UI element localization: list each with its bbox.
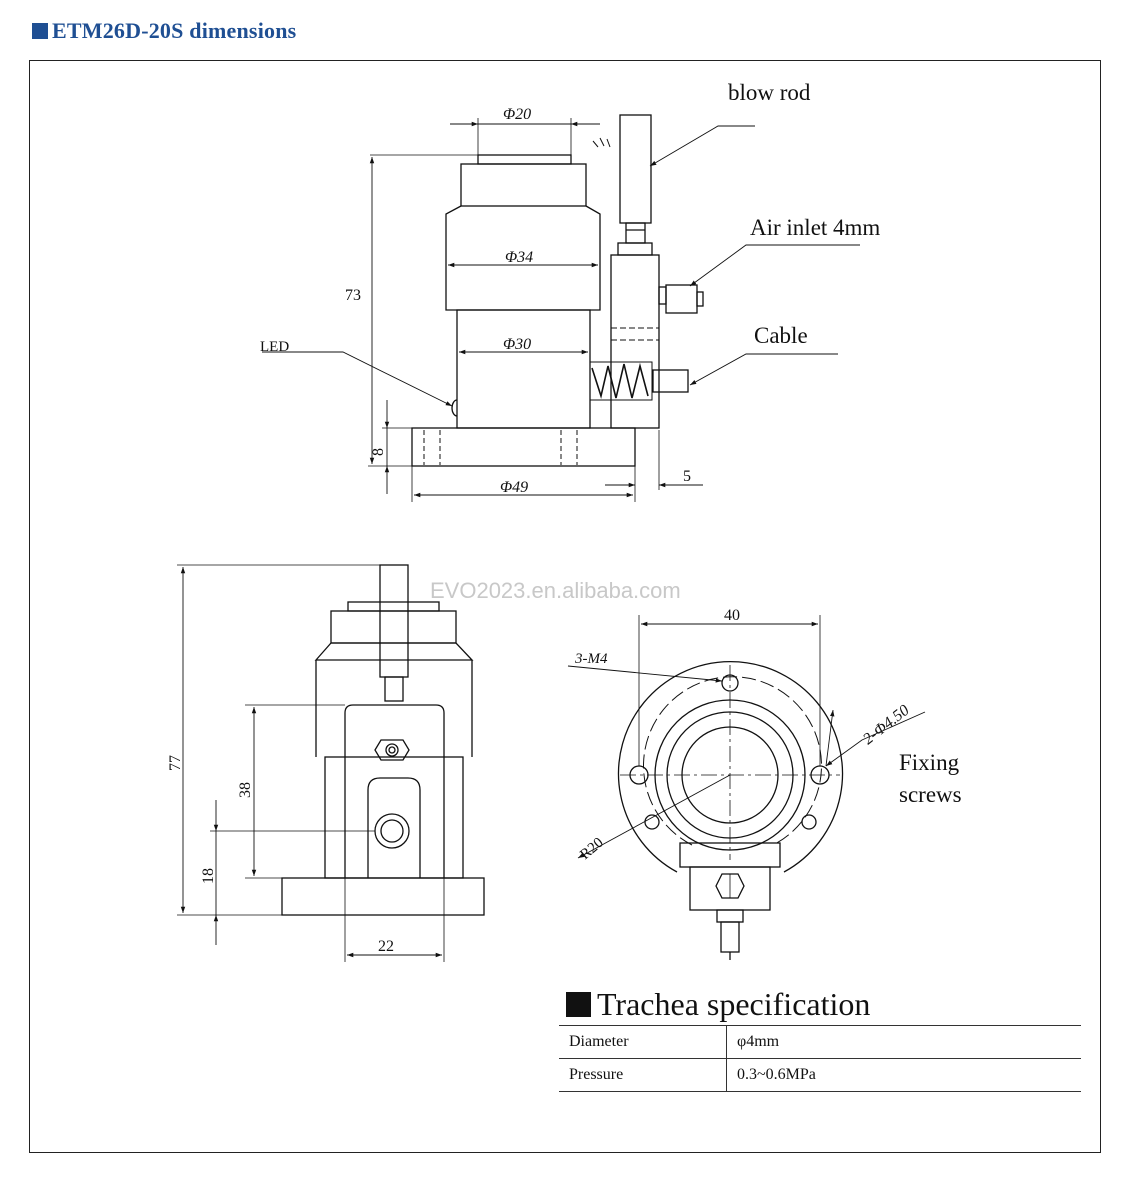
spec-table: Diameter φ4mm Pressure 0.3~0.6MPa (559, 1025, 1081, 1092)
dim-40: 40 (724, 607, 740, 624)
dim-73: 73 (345, 287, 361, 304)
spec-key: Diameter (559, 1025, 727, 1059)
spec-key: Pressure (559, 1058, 727, 1092)
led-indicator (451, 399, 458, 417)
dim-8: 8 (370, 448, 387, 456)
air-inlet-fitting (665, 284, 698, 314)
dim-22: 22 (378, 938, 394, 955)
spec-square-icon (566, 992, 591, 1017)
spring (591, 362, 649, 399)
side-valve (344, 704, 445, 878)
table-row: Pressure 0.3~0.6MPa (559, 1058, 1081, 1092)
dim-d20: Φ20 (503, 106, 531, 123)
title-text: ETM26D-20S dimensions (52, 18, 297, 43)
blow-rod (619, 114, 652, 224)
spec-value: φ4mm (726, 1025, 1081, 1059)
table-row: Diameter φ4mm (559, 1025, 1081, 1059)
dim-77: 77 (167, 755, 184, 771)
side-view (177, 564, 485, 962)
label-blow-rod: blow rod (728, 80, 811, 105)
dim-d30: Φ30 (503, 336, 531, 353)
dim-2-holes: 2-Φ4.50 (860, 702, 913, 748)
top-cap (477, 154, 572, 165)
label-led: LED (260, 339, 289, 355)
dim-d49: Φ49 (500, 479, 528, 496)
label-fixing: Fixing (899, 750, 960, 775)
spec-title: Trachea specification (597, 986, 871, 1022)
front-view (262, 114, 860, 502)
side-base (281, 877, 485, 916)
dim-5: 5 (683, 468, 691, 485)
base-plate (411, 427, 636, 467)
spec-value: 0.3~0.6MPa (726, 1058, 1081, 1092)
label-screws: screws (899, 782, 962, 807)
drawing-frame (29, 60, 1101, 1153)
dim-18: 18 (200, 868, 217, 884)
title-square-icon (32, 23, 48, 39)
page-title: ETM26D-20S dimensions (32, 18, 296, 44)
lower-body (456, 309, 591, 429)
label-cable: Cable (754, 323, 808, 348)
spec-heading: Trachea specification (566, 986, 870, 1023)
dim-r20: R20 (577, 835, 606, 863)
upper-body (460, 163, 587, 207)
dim-3-m4: 3-M4 (574, 651, 608, 667)
dim-38: 38 (237, 782, 254, 798)
label-air-inlet: Air inlet 4mm (750, 215, 880, 240)
top-view (567, 615, 926, 960)
valve-block (610, 254, 660, 429)
watermark: EVO2023.en.alibaba.com (430, 578, 681, 603)
flange-outline (617, 660, 844, 873)
cable-gland (652, 369, 689, 393)
dim-d34: Φ34 (505, 249, 533, 266)
